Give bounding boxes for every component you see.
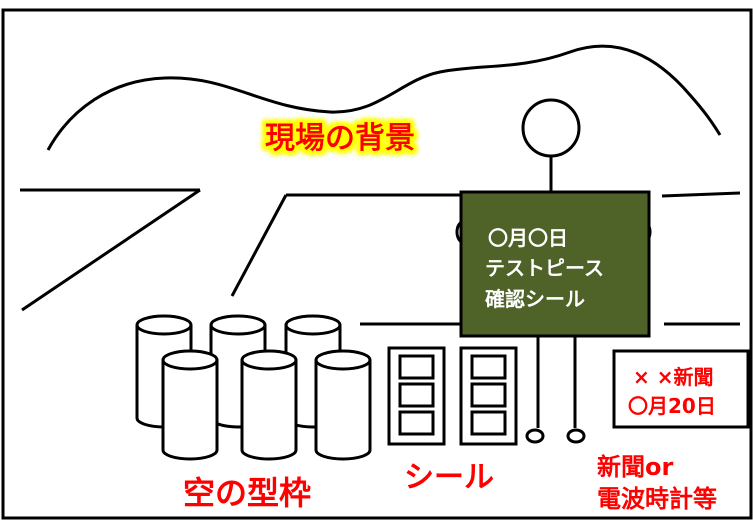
board-line-3: 確認シール [485, 287, 585, 311]
board-line-2: テストピース [485, 256, 604, 280]
seal-sheet [387, 346, 446, 446]
person-head [521, 98, 581, 158]
mold-cylinder [314, 349, 372, 461]
ground-lines [20, 188, 741, 326]
newspaper-clock-caption-1: 新聞or [597, 453, 673, 481]
mold-cylinder [161, 349, 219, 461]
board [459, 190, 651, 338]
board-line-1: 〇月〇日 [488, 226, 568, 250]
mold-cylinder [240, 349, 298, 461]
newspaper-line-2: 〇月20日 [628, 394, 716, 418]
background-hill-line [46, 44, 722, 151]
board-text: 〇月〇日 テストピース 確認シール [485, 226, 604, 311]
newspaper-line-1: × ×新聞 [633, 365, 713, 389]
molds-group [135, 314, 372, 461]
newspaper-card [612, 349, 750, 429]
frame-border [1, 8, 753, 520]
background-label: 現場の背景 [265, 121, 415, 156]
molds-caption: 空の型枠 [183, 474, 311, 512]
newspaper-clock-caption-2: 電波時計等 [597, 485, 717, 513]
seal-sheets [387, 346, 518, 446]
newspaper-text: × ×新聞 〇月20日 [628, 365, 716, 418]
seal-sheet [459, 346, 518, 446]
seal-caption: シール [404, 460, 494, 495]
